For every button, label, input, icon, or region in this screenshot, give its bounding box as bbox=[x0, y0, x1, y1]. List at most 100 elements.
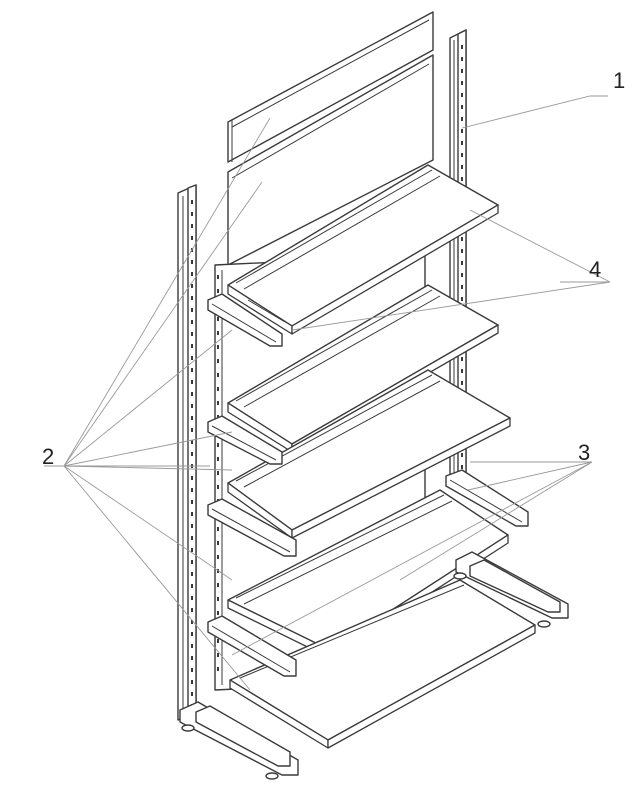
slot-mark bbox=[191, 668, 193, 672]
slot-mark bbox=[191, 560, 193, 564]
slot-mark bbox=[461, 45, 463, 49]
slot-mark bbox=[217, 527, 219, 531]
slot-mark bbox=[191, 488, 193, 492]
slot-mark bbox=[191, 524, 193, 528]
slot-mark bbox=[461, 165, 463, 169]
slot-mark bbox=[217, 275, 219, 279]
base-shelf bbox=[229, 579, 536, 749]
slot-mark bbox=[217, 359, 219, 363]
leader-lines-4 bbox=[291, 209, 611, 331]
slot-mark bbox=[191, 620, 193, 624]
slot-mark bbox=[191, 428, 193, 432]
slot-mark bbox=[217, 345, 219, 349]
slot-mark bbox=[461, 57, 463, 61]
slot-mark bbox=[191, 356, 193, 360]
slot-mark bbox=[461, 465, 463, 469]
slot-mark bbox=[461, 249, 463, 253]
slot-mark bbox=[191, 416, 193, 420]
slot-mark bbox=[191, 548, 193, 552]
bracket-shelf-1 bbox=[207, 293, 283, 347]
slot-mark bbox=[191, 272, 193, 276]
slot-mark bbox=[217, 317, 219, 321]
slot-mark bbox=[191, 332, 193, 336]
slot-mark bbox=[461, 357, 463, 361]
top-back-panel bbox=[227, 11, 434, 266]
slot-mark bbox=[191, 656, 193, 660]
slot-mark bbox=[191, 680, 193, 684]
slot-mark bbox=[191, 572, 193, 576]
slot-mark bbox=[191, 584, 193, 588]
slot-mark bbox=[191, 512, 193, 516]
left-base-foot bbox=[179, 701, 299, 780]
slot-mark bbox=[461, 81, 463, 85]
slot-mark bbox=[191, 404, 193, 408]
slot-mark bbox=[217, 331, 219, 335]
slot-mark bbox=[461, 105, 463, 109]
slot-mark bbox=[461, 285, 463, 289]
slot-mark bbox=[217, 373, 219, 377]
slot-mark bbox=[191, 392, 193, 396]
slot-mark bbox=[217, 471, 219, 475]
bracket-shelf-2 bbox=[207, 415, 283, 465]
slot-mark bbox=[461, 129, 463, 133]
slot-mark bbox=[191, 632, 193, 636]
slot-mark bbox=[461, 381, 463, 385]
slot-mark bbox=[191, 536, 193, 540]
slot-mark bbox=[191, 224, 193, 228]
slot-mark bbox=[191, 308, 193, 312]
bracket-right bbox=[445, 469, 529, 527]
slot-mark bbox=[191, 608, 193, 612]
leader-lines-2 bbox=[44, 117, 271, 691]
slot-mark bbox=[191, 296, 193, 300]
slot-mark bbox=[217, 667, 219, 671]
slot-mark bbox=[461, 153, 463, 157]
shelf-1 bbox=[227, 164, 499, 335]
slot-mark bbox=[191, 212, 193, 216]
slot-mark bbox=[461, 117, 463, 121]
slot-mark bbox=[191, 320, 193, 324]
callout-back-panels-number: 2 bbox=[42, 444, 55, 469]
slot-mark bbox=[461, 237, 463, 241]
slot-mark bbox=[191, 596, 193, 600]
slot-mark bbox=[191, 476, 193, 480]
leader-lines-1 bbox=[461, 95, 608, 129]
slot-mark bbox=[191, 500, 193, 504]
slot-mark bbox=[461, 141, 463, 145]
slot-mark bbox=[461, 369, 463, 373]
slot-mark bbox=[217, 611, 219, 615]
slot-mark bbox=[191, 200, 193, 204]
slot-mark bbox=[191, 692, 193, 696]
callout-shelves-number: 4 bbox=[589, 257, 602, 282]
slot-mark bbox=[217, 597, 219, 601]
slot-mark bbox=[217, 457, 219, 461]
left-upright-slots bbox=[191, 200, 193, 708]
slot-mark bbox=[461, 453, 463, 457]
shelf-3 bbox=[227, 369, 511, 539]
slot-mark bbox=[217, 639, 219, 643]
leader-lines-3 bbox=[231, 461, 593, 656]
slot-mark bbox=[461, 177, 463, 181]
slot-mark bbox=[191, 380, 193, 384]
slot-mark bbox=[217, 289, 219, 293]
bracket-shelf-4 bbox=[207, 615, 297, 677]
slot-mark bbox=[191, 260, 193, 264]
slot-mark bbox=[217, 583, 219, 587]
slot-mark bbox=[191, 284, 193, 288]
callout-upright-number: 1 bbox=[613, 68, 626, 93]
bracket-shelf-3 bbox=[207, 498, 297, 557]
left-upright bbox=[177, 184, 197, 721]
callout-brackets-number: 3 bbox=[578, 440, 591, 465]
slot-mark bbox=[217, 541, 219, 545]
slot-mark bbox=[191, 440, 193, 444]
slot-mark bbox=[191, 368, 193, 372]
right-base-foot bbox=[453, 551, 569, 628]
slot-mark bbox=[191, 236, 193, 240]
slot-mark bbox=[191, 452, 193, 456]
slot-mark bbox=[461, 273, 463, 277]
slot-mark bbox=[191, 644, 193, 648]
middle-strip-slots bbox=[217, 275, 219, 671]
slot-mark bbox=[217, 443, 219, 447]
slot-mark bbox=[191, 344, 193, 348]
